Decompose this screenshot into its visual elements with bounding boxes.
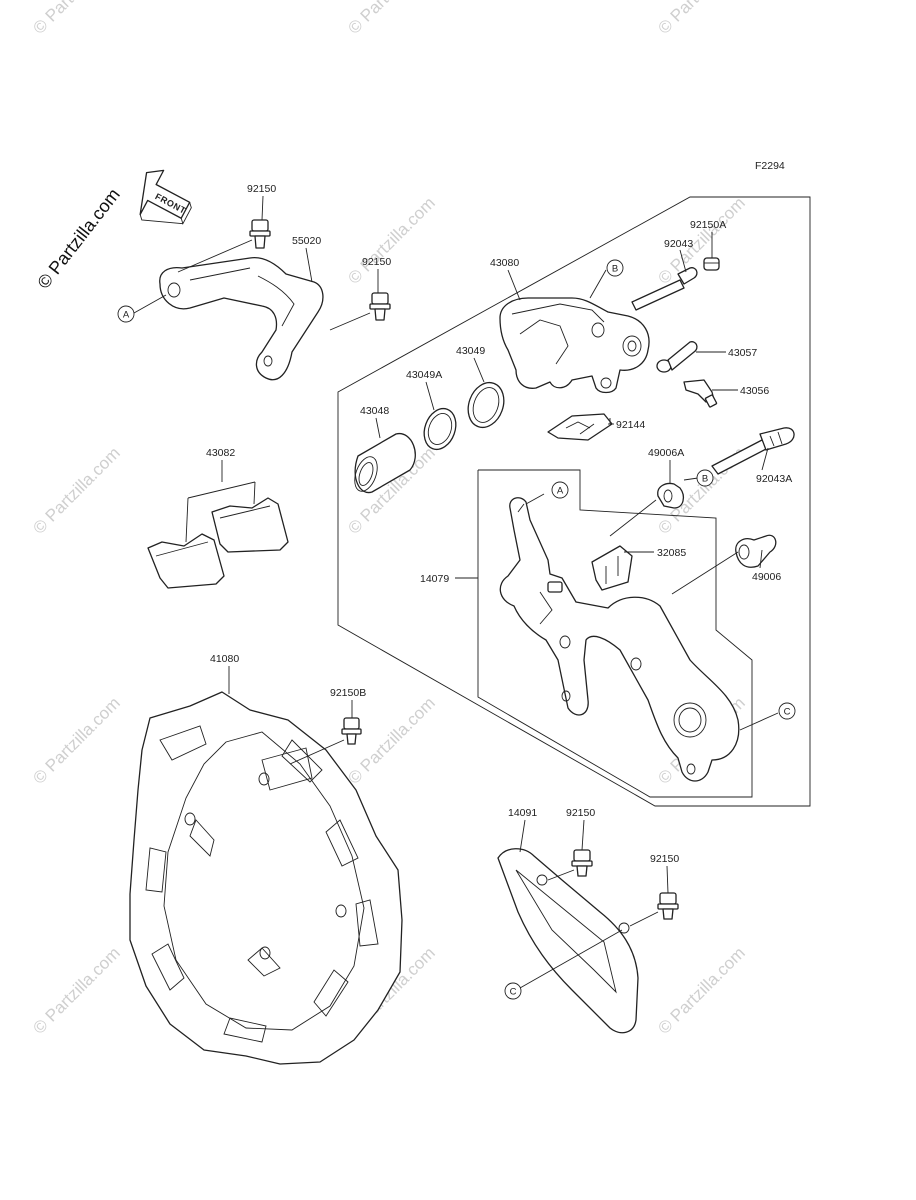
watermark: © Partzilla.com — [29, 0, 123, 38]
boot-49006A — [657, 482, 685, 509]
label-92150-bracket: 92150 — [362, 256, 391, 268]
label-43049: 43049 — [456, 345, 485, 357]
disc-guard-14091 — [497, 848, 639, 1034]
bolt-92150B — [341, 717, 362, 745]
callout-a-label: A — [123, 310, 130, 321]
part-number-labels: 92150 55020 92150 43080 92043 92150A 430… — [206, 183, 792, 865]
label-92150-top: 92150 — [247, 183, 276, 195]
bolt-92150-top — [249, 219, 271, 249]
watermark: © Partzilla.com — [29, 943, 123, 1037]
front-arrow-icon: FRONT — [139, 169, 192, 225]
pad-spring-92144 — [547, 413, 613, 441]
watermark: © Partzilla.com — [344, 0, 438, 38]
slide-pin-92043 — [631, 267, 698, 311]
watermark: © Partzilla.com — [344, 693, 438, 787]
figure-code: F2294 — [755, 160, 785, 172]
pad-clip-32085 — [591, 545, 633, 591]
callout-b-label: B — [702, 474, 708, 485]
bleeder-cap-43057 — [656, 341, 698, 373]
bracket-subassembly-outline — [477, 469, 753, 798]
boot-49006 — [735, 534, 777, 568]
label-43082: 43082 — [206, 447, 235, 459]
label-55020: 55020 — [292, 235, 321, 247]
watermark: © Partzilla.com — [654, 943, 748, 1037]
label-43080: 43080 — [490, 257, 519, 269]
copyright-text: © Partzilla.com — [33, 185, 123, 293]
label-92150-guard-1: 92150 — [566, 807, 595, 819]
bleeder-valve-43056 — [683, 379, 718, 408]
callout-b-boot: B — [696, 469, 714, 487]
label-92043: 92043 — [664, 238, 693, 250]
caliper-holder-55020 — [159, 256, 324, 381]
callout-c-label: C — [510, 987, 517, 998]
bolt-92150-bracket — [369, 292, 391, 321]
watermark: © Partzilla.com — [29, 693, 123, 787]
dust-seal-43049A — [423, 407, 457, 451]
watermark: © Partzilla.com — [654, 0, 748, 38]
bolt-92150-guard-1 — [571, 849, 593, 877]
label-43048: 43048 — [360, 405, 389, 417]
callout-a-caliper-bracket: A — [551, 481, 569, 499]
brake-pads-43082 — [147, 497, 289, 589]
leader-lines — [133, 195, 779, 989]
piston-seal-43049 — [467, 381, 505, 429]
callout-a-label: A — [557, 486, 564, 497]
label-49006: 49006 — [752, 571, 781, 583]
label-43056: 43056 — [740, 385, 769, 397]
label-32085: 32085 — [657, 547, 686, 559]
slide-pin-92043A — [711, 427, 795, 475]
watermark: © Partzilla.com — [29, 443, 123, 537]
callout-b-label: B — [612, 264, 618, 275]
label-92043A: 92043A — [756, 473, 792, 485]
label-14091: 14091 — [508, 807, 537, 819]
caliper-bracket-14079 — [499, 497, 740, 782]
brake-disc-41080 — [129, 691, 403, 1065]
cap-92150A — [703, 257, 720, 271]
label-92144: 92144 — [616, 419, 645, 431]
caliper-assembly-outline — [337, 196, 811, 807]
label-92150-guard-2: 92150 — [650, 853, 679, 865]
label-49006A: 49006A — [648, 447, 684, 459]
label-92150B: 92150B — [330, 687, 366, 699]
callout-c-guard: C — [504, 982, 522, 1000]
label-43057: 43057 — [728, 347, 757, 359]
bolt-92150-guard-2 — [657, 892, 679, 920]
callout-a-bracket: A — [117, 305, 135, 323]
label-43049A: 43049A — [406, 369, 442, 381]
caliper-body-43080 — [499, 297, 650, 394]
watermark: © Partzilla.com — [344, 193, 438, 287]
piston-43048 — [354, 433, 416, 494]
callout-b-caliper: B — [606, 259, 624, 277]
label-92150A: 92150A — [690, 219, 726, 231]
label-41080: 41080 — [210, 653, 239, 665]
callout-c-label: C — [784, 707, 791, 718]
label-14079: 14079 — [420, 573, 449, 585]
callout-c-bracket: C — [778, 702, 796, 720]
